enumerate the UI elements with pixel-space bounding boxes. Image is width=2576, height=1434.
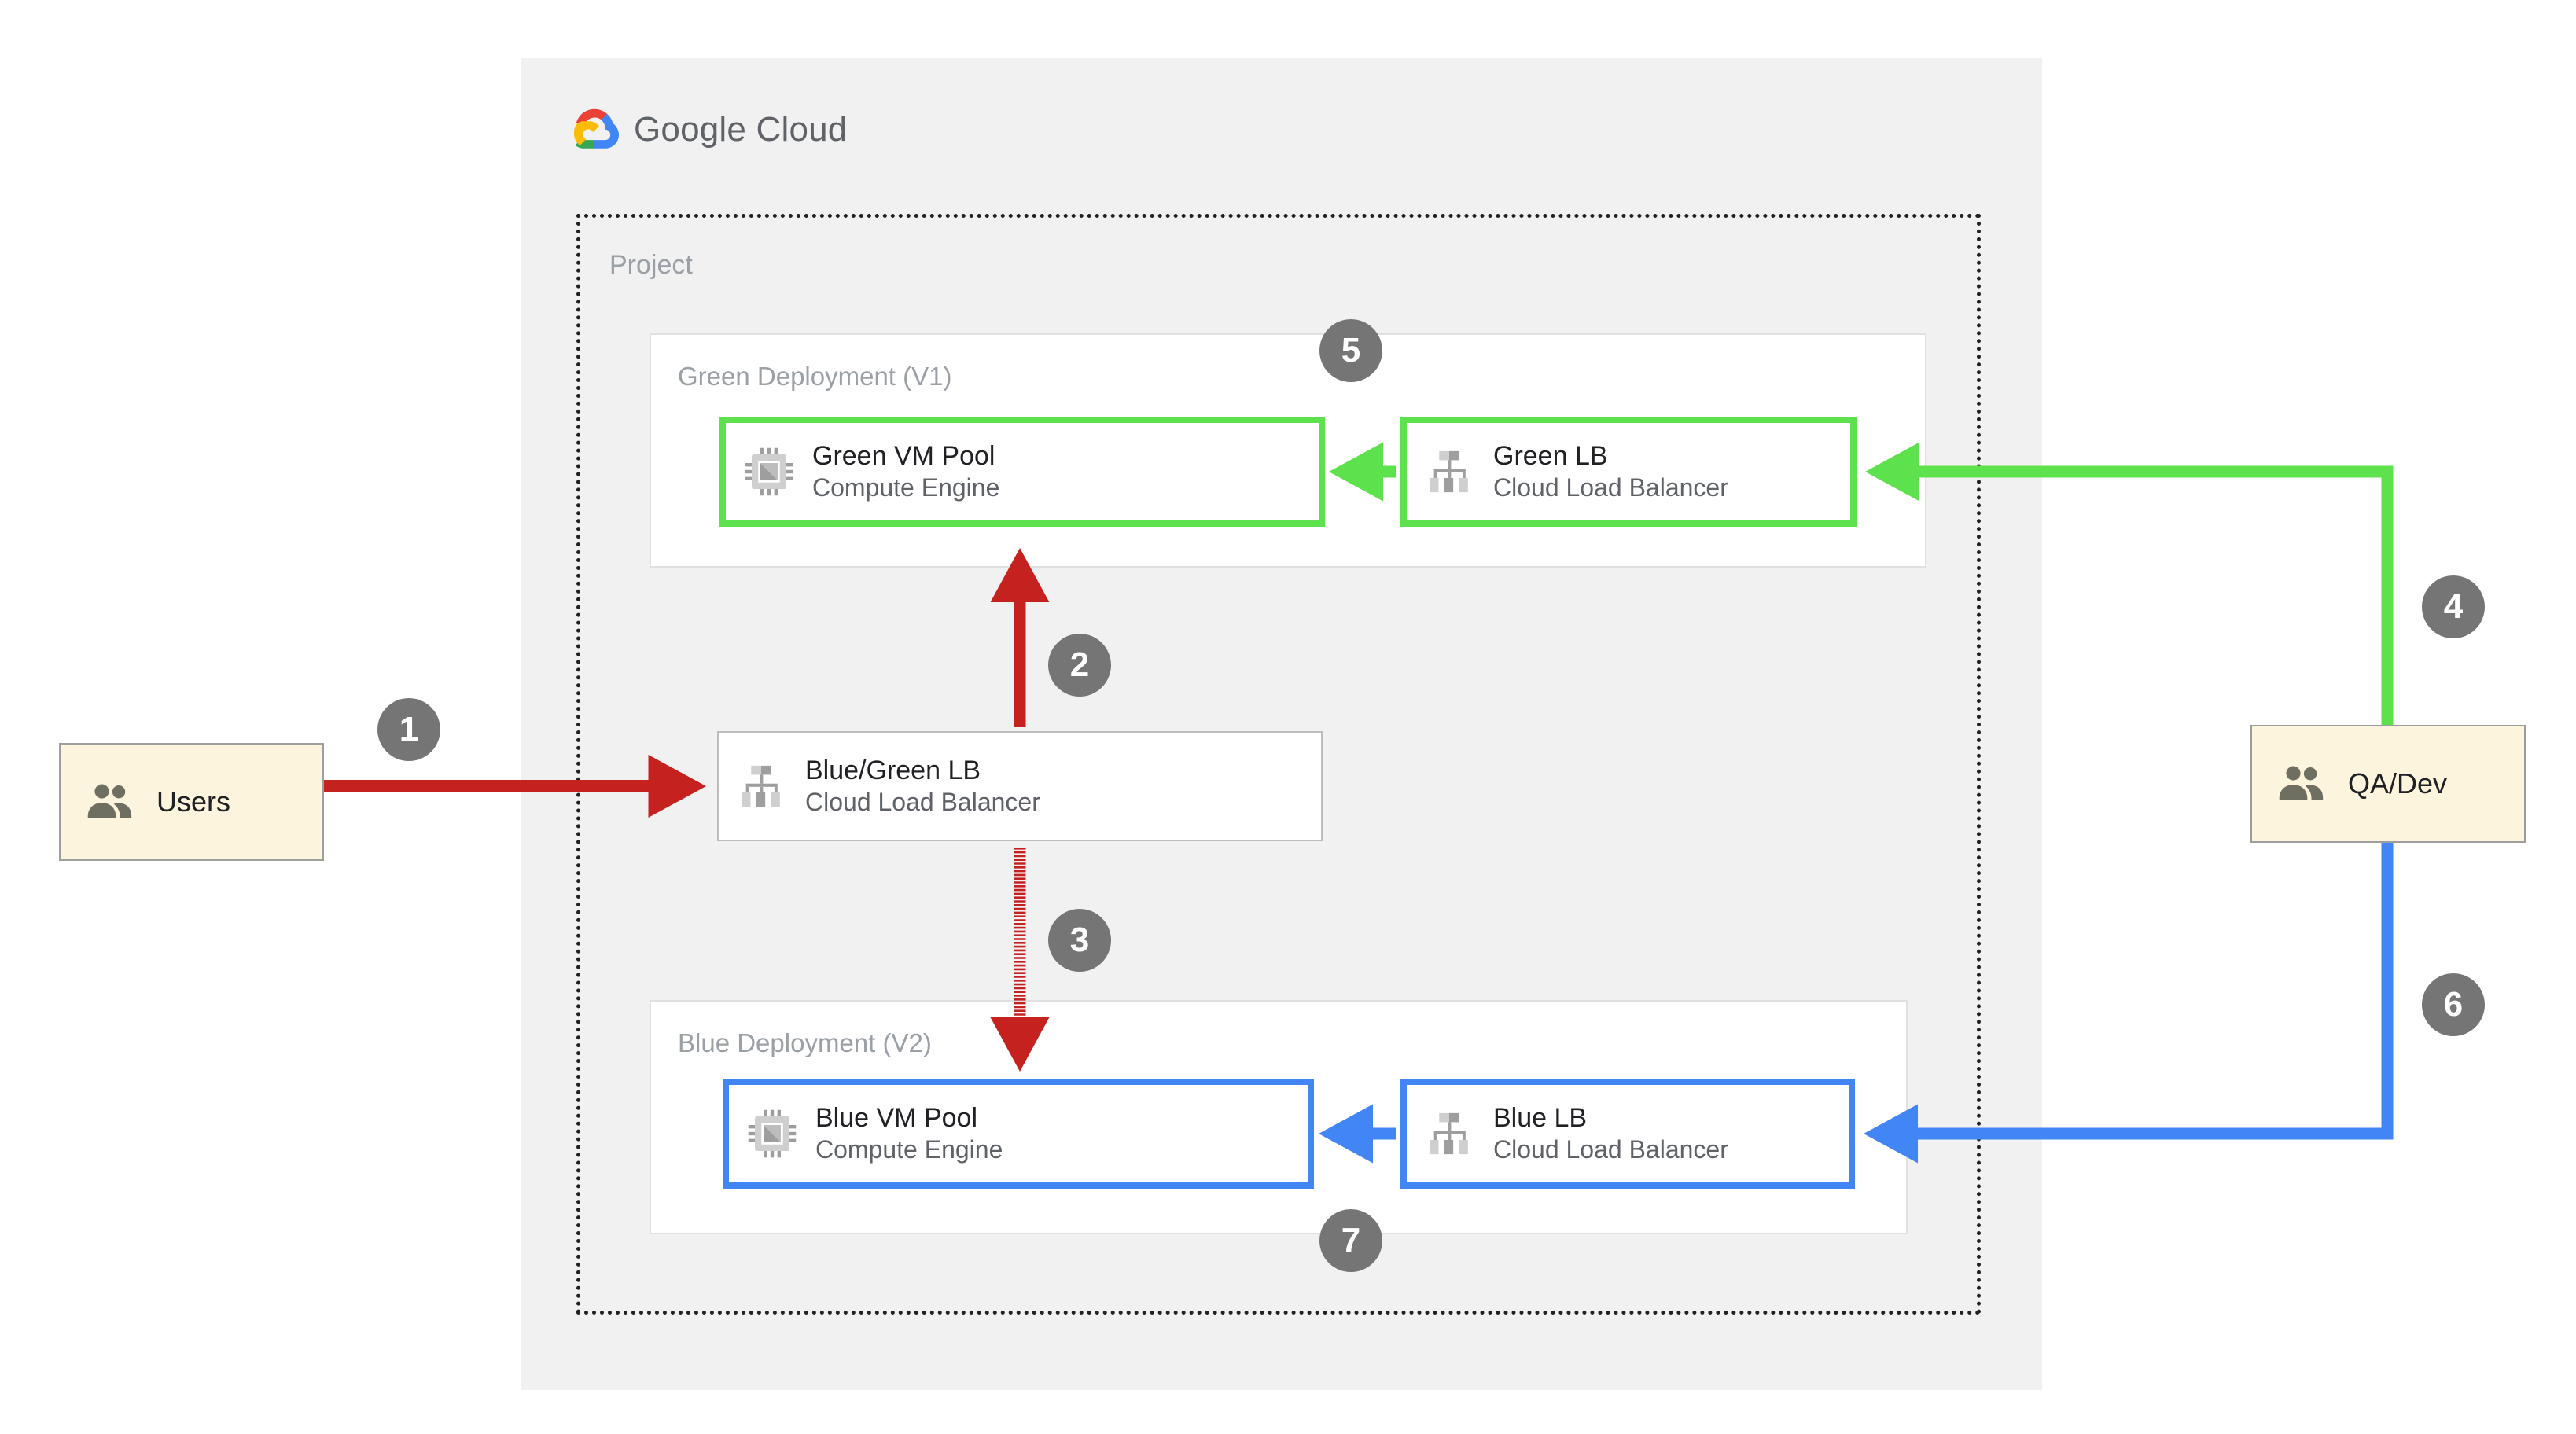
node-green-vm-pool[interactable]: Green VM Pool Compute Engine bbox=[719, 417, 1325, 527]
actor-label: Users bbox=[156, 785, 231, 818]
node-title: Blue LB bbox=[1493, 1102, 1588, 1133]
brand-google: Google bbox=[634, 110, 747, 149]
google-cloud-logo-icon bbox=[573, 108, 621, 153]
step-badge-1: 1 bbox=[377, 698, 440, 761]
step-badge-2: 2 bbox=[1048, 634, 1111, 697]
step-badge-4: 4 bbox=[2422, 575, 2485, 638]
cloud-load-balancer-icon bbox=[736, 760, 788, 812]
compute-engine-icon bbox=[746, 1108, 798, 1160]
actor-users[interactable]: Users bbox=[59, 743, 324, 861]
google-cloud-wordmark: Google Cloud bbox=[634, 110, 847, 149]
node-title: Green VM Pool bbox=[812, 440, 995, 471]
node-subtitle: Compute Engine bbox=[815, 1135, 1003, 1164]
step-badge-7: 7 bbox=[1319, 1209, 1382, 1272]
node-subtitle: Cloud Load Balancer bbox=[805, 788, 1040, 817]
node-blue-green-lb[interactable]: Blue/Green LB Cloud Load Balancer bbox=[717, 731, 1323, 841]
users-group-icon bbox=[83, 774, 138, 829]
node-subtitle: Cloud Load Balancer bbox=[1493, 473, 1728, 502]
step-badge-6: 6 bbox=[2422, 973, 2485, 1036]
blue-deployment-label: Blue Deployment (V2) bbox=[678, 1028, 932, 1057]
cloud-load-balancer-icon bbox=[1424, 446, 1476, 498]
node-subtitle: Compute Engine bbox=[812, 473, 1000, 502]
cloud-load-balancer-icon bbox=[1424, 1108, 1476, 1160]
project-boundary bbox=[576, 214, 1981, 1314]
node-green-lb[interactable]: Green LB Cloud Load Balancer bbox=[1400, 417, 1857, 527]
compute-engine-icon bbox=[743, 446, 795, 498]
actor-label: QA/Dev bbox=[2348, 767, 2448, 800]
actor-qa-dev[interactable]: QA/Dev bbox=[2250, 725, 2526, 843]
step-badge-3: 3 bbox=[1048, 909, 1111, 972]
green-deployment-label: Green Deployment (V1) bbox=[678, 362, 952, 391]
node-title: Blue/Green LB bbox=[805, 755, 981, 785]
node-subtitle: Cloud Load Balancer bbox=[1493, 1135, 1728, 1164]
node-title: Blue VM Pool bbox=[815, 1102, 977, 1133]
step-badge-5: 5 bbox=[1319, 319, 1382, 382]
users-group-icon bbox=[2274, 756, 2329, 811]
google-cloud-brand: Google Cloud bbox=[573, 106, 847, 153]
node-blue-vm-pool[interactable]: Blue VM Pool Compute Engine bbox=[723, 1079, 1314, 1189]
node-title: Green LB bbox=[1493, 440, 1608, 471]
project-label: Project bbox=[609, 250, 693, 280]
node-blue-lb[interactable]: Blue LB Cloud Load Balancer bbox=[1400, 1079, 1855, 1189]
brand-cloud: Cloud bbox=[746, 110, 848, 149]
